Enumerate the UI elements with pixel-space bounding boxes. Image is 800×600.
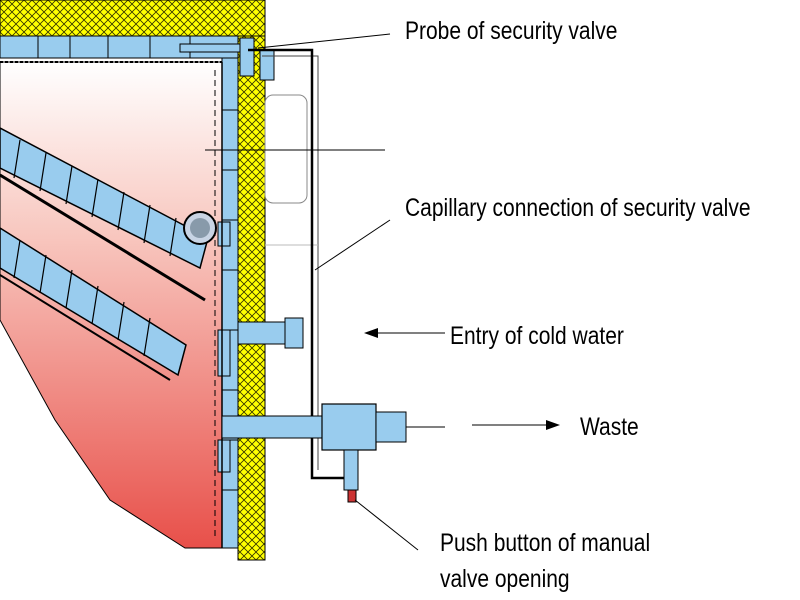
safety-valve-body bbox=[321, 403, 377, 451]
right-blue-wall bbox=[221, 57, 239, 549]
leader-capillary bbox=[314, 219, 391, 271]
probe-bracket bbox=[259, 49, 275, 81]
top-insulation bbox=[0, 0, 266, 37]
cold-water-fitting bbox=[284, 317, 304, 349]
capillary-tube bbox=[248, 48, 350, 480]
wall-block-3 bbox=[217, 439, 231, 473]
strip-lower bbox=[0, 227, 187, 377]
strip-fins bbox=[13, 139, 177, 357]
heat-exchanger-strips bbox=[0, 127, 209, 381]
manual-push-button bbox=[347, 489, 357, 503]
label-waste: Waste bbox=[580, 413, 639, 441]
wall-block-2 bbox=[217, 329, 231, 377]
label-push-button-line2: valve opening bbox=[440, 565, 570, 593]
thermostat-cutout bbox=[264, 94, 308, 204]
label-cold-water: Entry of cold water bbox=[450, 322, 624, 350]
leader-probe bbox=[257, 33, 391, 49]
label-push-button-line1: Push button of manual bbox=[440, 529, 651, 557]
arrow-waste-head bbox=[546, 420, 560, 430]
strip-lower-rail bbox=[0, 274, 171, 381]
top-band-dividers bbox=[37, 36, 191, 58]
sensor-core bbox=[190, 218, 210, 238]
waste-pipe bbox=[221, 415, 333, 439]
strip-upper-rail bbox=[0, 173, 206, 302]
leader-push-button bbox=[354, 499, 419, 551]
probe-head bbox=[239, 37, 255, 77]
right-insulation bbox=[237, 35, 266, 561]
valve-outlet bbox=[375, 411, 407, 443]
label-probe: Probe of security valve bbox=[405, 17, 618, 45]
control-box bbox=[262, 55, 319, 470]
arrow-cold-water-head bbox=[364, 328, 378, 338]
label-capillary: Capillary connection of security valve bbox=[405, 194, 751, 222]
valve-stem bbox=[343, 449, 359, 491]
wall-block-1 bbox=[217, 221, 231, 247]
strip-upper bbox=[0, 127, 209, 270]
